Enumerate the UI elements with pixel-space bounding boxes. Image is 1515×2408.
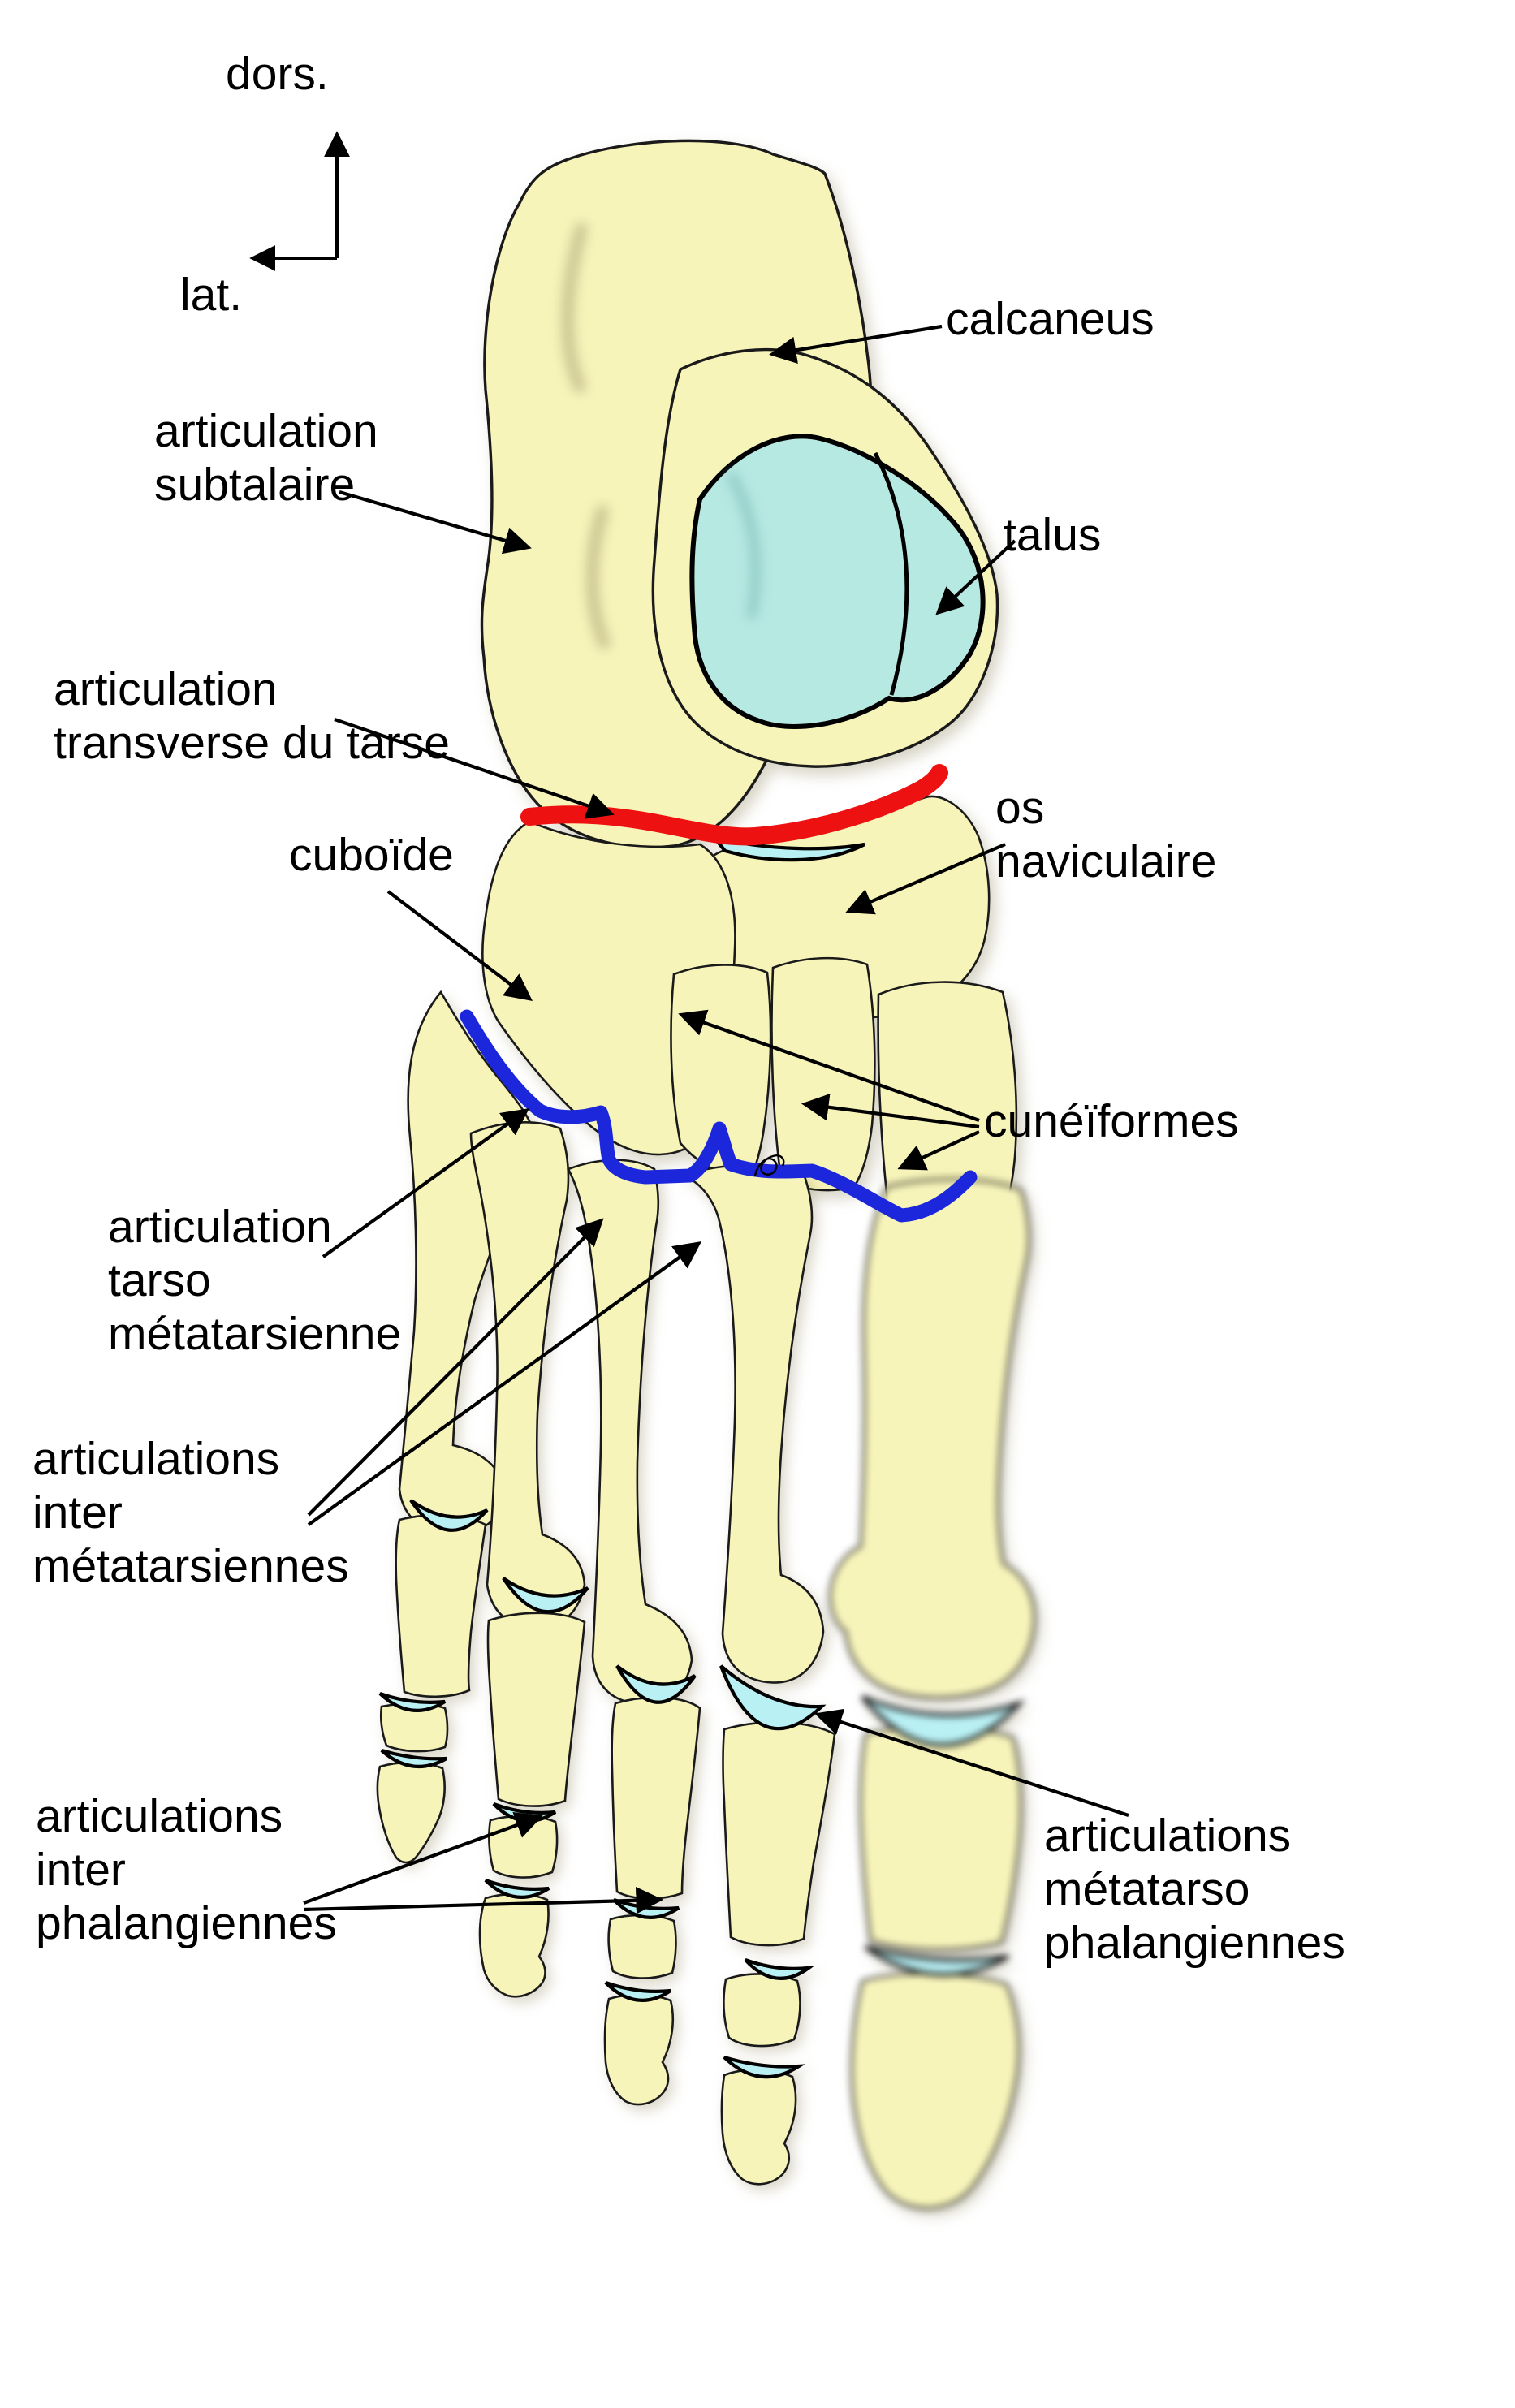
leader-transverse [334, 718, 615, 819]
joint-crescent [502, 1577, 589, 1614]
phalanx [722, 1721, 836, 1947]
joint-crescent [378, 1692, 447, 1712]
hindfoot-bones [480, 139, 1018, 1248]
talus-articular-surface [689, 434, 986, 729]
first-ray-blurred [829, 1178, 1036, 2210]
annotations [249, 131, 1129, 1914]
joint-crescent [380, 1748, 448, 1769]
fourth-metatarsal-bone [469, 1121, 586, 1629]
leader-metatarso-phalangiennes [814, 1708, 1129, 1817]
joint-crescent [484, 1879, 550, 1899]
label-cuneiformes: cunéïformes [984, 1095, 1239, 1147]
joint-crescent [604, 1981, 672, 2002]
leader-naviculaire [845, 843, 1006, 915]
leader-inter-phalangiennes-1 [303, 1812, 543, 1905]
phalanx [478, 1892, 550, 1998]
phalanx [723, 1973, 801, 2048]
metatarsals-and-toes [376, 990, 836, 2186]
first-metatarsal-bone [829, 1178, 1036, 1699]
label-articulations-inter-phalangiennes: articulations inter phalangiennes [36, 1790, 337, 1950]
first-proximal-phalanx-bone [859, 1725, 1022, 1951]
phalanx [488, 1815, 559, 1879]
second-metatarsal-bone [678, 1163, 825, 1684]
joint-crescent [409, 1499, 489, 1532]
talus-surface-fold-line [873, 451, 909, 696]
phalanx [611, 1696, 701, 1900]
tarsometatarsal-joint-line [460, 1009, 978, 1223]
label-calcaneus: calcaneus [946, 293, 1155, 345]
label-talus: talus [1004, 509, 1102, 561]
talus-shading [727, 472, 762, 619]
second-toe [720, 1721, 836, 2186]
pen-squiggle-mark [753, 1154, 785, 1176]
leader-cuneiformes-1 [678, 1009, 980, 1122]
label-articulation-subtalaire: articulation subtalaire [154, 405, 378, 511]
leader-calcaneus [769, 324, 943, 364]
first-distal-phalanx-bone [850, 1972, 1020, 2210]
label-os-naviculaire: os naviculaire [995, 782, 1217, 888]
intermediate-cuneiform-bone [770, 956, 876, 1192]
phalanx [607, 1914, 677, 1979]
joint-crescent [615, 1664, 697, 1704]
axis-label-dorsal: dors. [226, 48, 329, 100]
phalanx [376, 1761, 446, 1864]
leader-inter-phalangiennes-2 [303, 1886, 664, 1914]
phalanx [395, 1514, 487, 1698]
phalanx [486, 1612, 586, 1807]
leader-cuneiformes-2 [801, 1094, 980, 1129]
joint-crescent [861, 1695, 1026, 1747]
joint-crescent [723, 2055, 805, 2079]
leader-talus [935, 539, 1016, 615]
leader-inter-metatarsiennes-1 [307, 1218, 604, 1517]
label-articulation-transverse-du-tarse: articulation transverse du tarse [54, 663, 450, 770]
leader-inter-metatarsiennes-2 [307, 1241, 702, 1526]
third-toe [603, 1696, 701, 2106]
leader-subtalaire [339, 490, 532, 555]
axis-label-lateral: lat. [180, 269, 243, 321]
joint-crescent [744, 1958, 815, 1980]
leader-tarso-metatarsienne [322, 1108, 530, 1258]
label-articulations-inter-metatarsiennes: articulations inter métatarsiennes [32, 1433, 349, 1593]
leader-cuneiformes-3 [897, 1130, 980, 1171]
third-metatarsal-bone [567, 1159, 693, 1705]
talonavicular-cartilage [710, 835, 865, 862]
label-articulations-metatarso-phalangiennes: articulations métatarso phalangiennes [1044, 1810, 1345, 1970]
fourth-toe [478, 1612, 586, 1998]
label-articulation-tarso-metatarsienne: articulation tarso métatarsienne [108, 1201, 402, 1361]
fifth-toe [376, 1514, 487, 1864]
calcaneus-shading [561, 222, 611, 649]
phalanx [720, 2069, 797, 2186]
joint-crescent [864, 1944, 1010, 1977]
label-cuboide: cuboïde [289, 829, 454, 881]
leader-cuboide [386, 890, 533, 1002]
phalanx [603, 1993, 675, 2106]
